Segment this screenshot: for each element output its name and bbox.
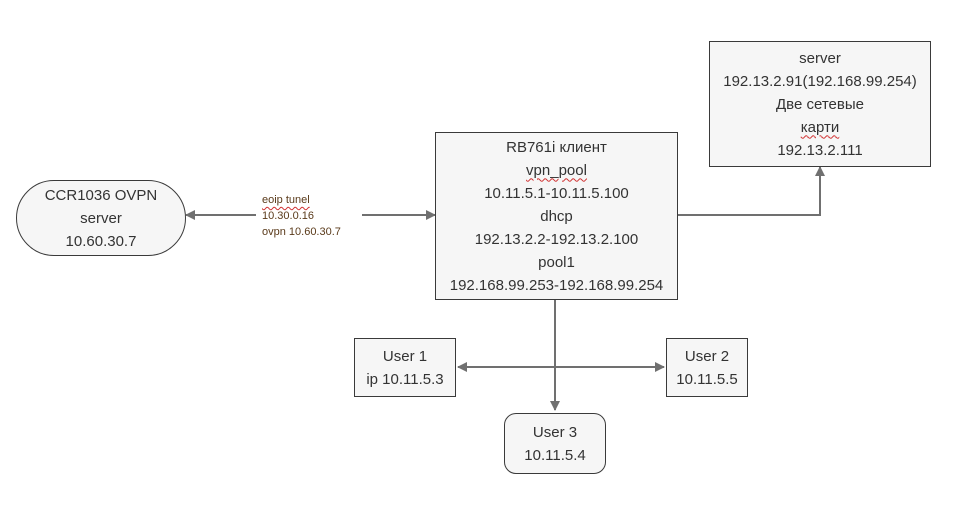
node-text: 10.11.5.4 bbox=[524, 446, 586, 464]
node-text: pool1 bbox=[538, 253, 575, 271]
node-text: vpn_pool bbox=[526, 159, 587, 182]
node-text: Две сетевые bbox=[776, 95, 864, 113]
ccr1036-server-node[interactable]: CCR1036 OVPN server 10.60.30.7 bbox=[16, 180, 186, 256]
node-text: server bbox=[80, 209, 122, 227]
node-text: CCR1036 OVPN bbox=[44, 186, 158, 204]
tunnel-label-line: eoip tunel bbox=[262, 192, 341, 208]
node-text: ip 10.11.5.3 bbox=[366, 370, 444, 388]
user3-node[interactable]: User 3 10.11.5.4 bbox=[504, 413, 606, 474]
node-text: 192.168.99.253-192.168.99.254 bbox=[449, 276, 664, 294]
node-text: server bbox=[799, 49, 841, 67]
node-text: RB761i клиент bbox=[506, 138, 607, 156]
node-text: 10.60.30.7 bbox=[65, 232, 137, 250]
node-text: 192.13.2.91(192.168.99.254) bbox=[723, 72, 917, 90]
rb761i-client-node[interactable]: RB761i клиент vpn_pool 10.11.5.1-10.11.5… bbox=[435, 132, 678, 300]
node-text: карти bbox=[801, 116, 840, 139]
node-text: 192.13.2.111 bbox=[777, 141, 863, 159]
tunnel-label: eoip tunel 10.30.0.16 ovpn 10.60.30.7 bbox=[262, 192, 341, 240]
node-text: vpn_pool bbox=[526, 161, 587, 179]
server-node[interactable]: server 192.13.2.91(192.168.99.254) Две с… bbox=[709, 41, 931, 167]
node-text: dhcp bbox=[540, 207, 573, 225]
node-text: 10.11.5.5 bbox=[676, 370, 738, 388]
node-text: User 1 bbox=[382, 347, 428, 365]
tunnel-label-line: 10.30.0.16 bbox=[262, 210, 314, 222]
node-text: User 2 bbox=[684, 347, 730, 365]
node-text: User 3 bbox=[532, 423, 578, 441]
user2-node[interactable]: User 2 10.11.5.5 bbox=[666, 338, 748, 397]
edge-rb-server bbox=[678, 166, 825, 216]
tunnel-label-line: eoip tunel bbox=[262, 194, 310, 206]
node-text: карти bbox=[800, 118, 840, 136]
node-text: 192.13.2.2-192.13.2.100 bbox=[474, 230, 639, 248]
tunnel-label-line: ovpn 10.60.30.7 bbox=[262, 226, 341, 238]
node-text: 10.11.5.1-10.11.5.100 bbox=[484, 184, 629, 202]
user1-node[interactable]: User 1 ip 10.11.5.3 bbox=[354, 338, 456, 397]
